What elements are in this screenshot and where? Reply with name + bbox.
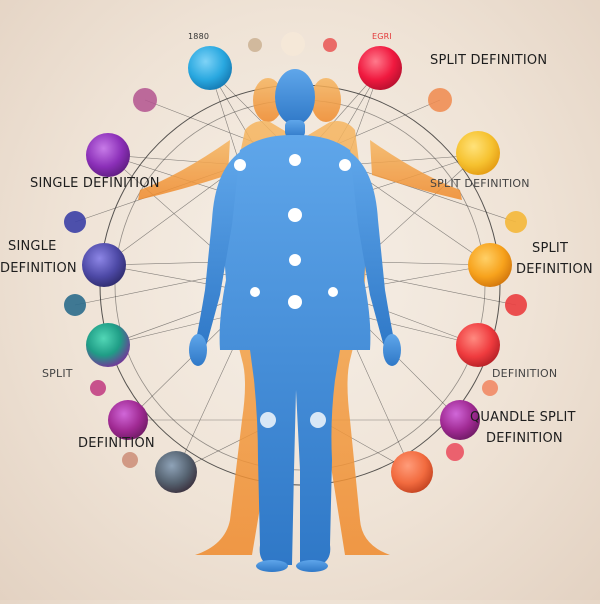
label-single-left-line1: SINGLE: [8, 239, 57, 254]
body-points: [234, 154, 351, 428]
small-node: [323, 38, 337, 52]
label-definition-right-lower: DEFINITION: [492, 367, 558, 380]
label-split-definition-top: SPLIT DEFINITION: [430, 53, 548, 68]
node-teal-left: [86, 323, 130, 367]
small-node: [64, 294, 86, 316]
label-single-left-line2: DEFINITION: [0, 261, 77, 276]
small-node: [505, 211, 527, 233]
small-node: [133, 88, 157, 112]
small-node: [428, 88, 452, 112]
node-orange-right: [468, 243, 512, 287]
node-purple-left: [86, 133, 130, 177]
node-magenta-left: [108, 400, 148, 440]
small-node: [281, 32, 305, 56]
label-definition-left-lower: DEFINITION: [78, 436, 155, 451]
label-split-left-lower: SPLIT: [42, 367, 73, 380]
small-node: [505, 294, 527, 316]
node-purple-right: [440, 400, 480, 440]
label-split-right-faint: SPLIT DEFINITION: [430, 177, 530, 190]
node-yellow-right: [456, 131, 500, 175]
small-node: [90, 380, 106, 396]
node-coral-right: [456, 323, 500, 367]
node-blue-top: [188, 46, 232, 90]
label-split-right-line1: SPLIT: [532, 241, 569, 256]
label-quandle-line1: QUANDLE SPLIT: [470, 410, 576, 425]
node-spheres: [64, 32, 527, 493]
label-quandle-line2: DEFINITION: [486, 431, 563, 446]
small-node: [446, 443, 464, 461]
blue-figure: [189, 69, 401, 572]
label-split-right-line2: DEFINITION: [516, 262, 593, 277]
label-single-definition-left: SINGLE DEFINITION: [30, 176, 160, 191]
small-node: [248, 38, 262, 52]
node-indigo-left: [82, 243, 126, 287]
label-top-right-small: EGRI: [372, 32, 392, 41]
node-grey-left: [155, 451, 197, 493]
small-node: [64, 211, 86, 233]
small-node: [482, 380, 498, 396]
node-red-top: [358, 46, 402, 90]
node-salmon-right: [391, 451, 433, 493]
label-top-left-small: 1880: [188, 32, 210, 41]
small-node: [122, 452, 138, 468]
